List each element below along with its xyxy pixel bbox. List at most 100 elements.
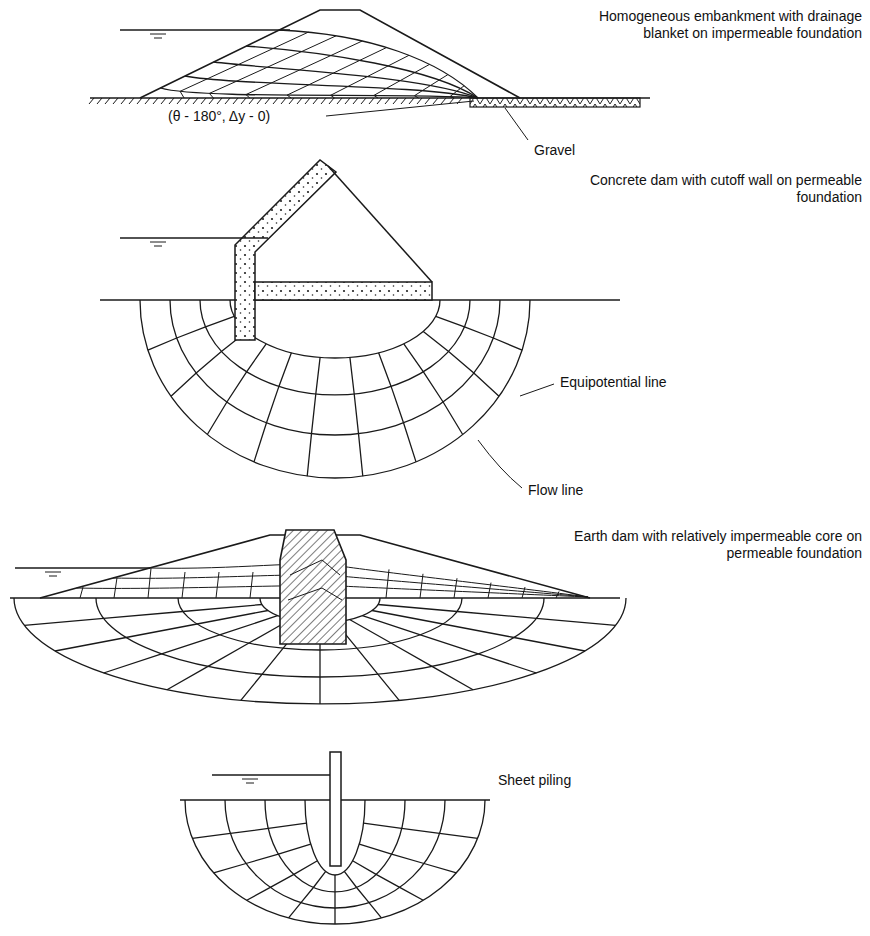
ground-hatch xyxy=(281,98,286,104)
concrete-texture xyxy=(235,160,336,340)
equipotential-line xyxy=(344,871,381,918)
equipotential-line xyxy=(488,583,491,598)
flow-line xyxy=(140,300,530,478)
ground-hatch xyxy=(217,98,222,104)
equipotential-line xyxy=(171,331,247,396)
ground-hatch xyxy=(425,98,430,104)
flow-line xyxy=(288,588,342,600)
equipotential-line xyxy=(216,572,219,598)
water-mark xyxy=(154,38,162,39)
ground-hatch xyxy=(201,98,206,104)
ground-hatch xyxy=(145,98,150,104)
ground-hatch xyxy=(273,98,278,104)
ground-hatch xyxy=(97,98,102,104)
equipotential-line xyxy=(353,861,424,901)
equipotential-line xyxy=(350,620,473,690)
concrete-base-slab xyxy=(255,282,432,300)
water-mark xyxy=(242,779,258,780)
ground-hatch xyxy=(153,98,158,104)
leader-line xyxy=(520,384,554,396)
ground-hatch xyxy=(257,98,262,104)
callout-label: Sheet piling xyxy=(496,772,573,789)
equipotential-line xyxy=(450,86,464,98)
equipotential-line xyxy=(148,316,234,350)
equipotential-line xyxy=(209,36,336,98)
equipotential-line xyxy=(254,353,291,462)
embankment-outline xyxy=(140,10,520,98)
equipotential-line xyxy=(359,844,456,873)
equipotential-line xyxy=(287,48,387,99)
equipotential-line xyxy=(454,578,457,598)
equipotential-line xyxy=(80,587,83,598)
equipotential-line xyxy=(364,823,478,838)
equipotential-line xyxy=(334,875,335,924)
flow-line xyxy=(170,300,500,435)
equipotential-line xyxy=(114,578,117,598)
flow-line xyxy=(290,560,340,575)
water-surface xyxy=(212,774,330,775)
equipotential-line xyxy=(423,331,499,396)
ground-hatch xyxy=(417,98,422,104)
water-mark xyxy=(150,34,166,35)
ground-hatch xyxy=(433,98,438,104)
ground-hatch xyxy=(137,98,142,104)
water-surface xyxy=(120,237,268,238)
equipotential-line xyxy=(104,616,278,673)
ground-hatch xyxy=(233,98,238,104)
water-mark xyxy=(246,783,254,784)
equipotential-line xyxy=(350,357,363,476)
ground-hatch xyxy=(161,98,166,104)
equipotential-line xyxy=(247,861,318,901)
equipotential-line xyxy=(182,572,185,598)
figure-caption: Homogeneous embankment with drainage bla… xyxy=(594,8,864,42)
equipotential-line xyxy=(415,75,448,98)
sheet-pile xyxy=(330,752,341,866)
water-surface xyxy=(15,567,150,568)
equipotential-line xyxy=(372,611,585,652)
ground-hatch xyxy=(401,98,406,104)
equipotential-line xyxy=(378,605,616,626)
flow-line xyxy=(150,564,589,597)
dam-downstream-face xyxy=(328,166,432,282)
equipotential-line xyxy=(522,587,525,598)
equipotential-line xyxy=(374,64,430,98)
water-surface xyxy=(120,29,290,30)
ground-hatch xyxy=(129,98,134,104)
concrete-texture xyxy=(255,282,432,300)
equipotential-line xyxy=(404,344,463,435)
ground-hatch xyxy=(121,98,126,104)
water-mark xyxy=(150,242,166,243)
ground-hatch xyxy=(193,98,198,104)
equipotential-line xyxy=(556,591,559,598)
flow-line xyxy=(246,46,478,98)
equipotential-line xyxy=(246,41,362,98)
equipotential-line xyxy=(289,871,326,918)
ground-hatch xyxy=(289,98,294,104)
equipotential-line xyxy=(386,569,389,598)
callout-label: (θ - 180°, Δy - 0) xyxy=(166,108,272,125)
ground-hatch xyxy=(441,98,446,104)
equipotential-line xyxy=(192,823,306,838)
concrete-cutoff-wall xyxy=(235,160,336,340)
leader-line xyxy=(478,440,522,488)
equipotential-line xyxy=(148,568,151,598)
leader-line xyxy=(326,101,474,116)
equipotential-line xyxy=(436,316,522,350)
ground-hatch xyxy=(297,98,302,104)
ground-hatch xyxy=(393,98,398,104)
ground-hatch xyxy=(209,98,214,104)
equipotential-line xyxy=(167,620,290,690)
equipotential-line xyxy=(207,344,266,435)
ground-hatch xyxy=(265,98,270,104)
ground-hatch xyxy=(369,98,374,104)
ground-hatch xyxy=(249,98,254,104)
callout-label: Gravel xyxy=(532,142,577,159)
figure-caption: Earth dam with relatively impermeable co… xyxy=(558,528,864,562)
callout-label: Equipotential line xyxy=(558,374,669,391)
ground-hatch xyxy=(169,98,174,104)
ground-hatch xyxy=(377,98,382,104)
core-hatching xyxy=(280,530,346,644)
ground-hatch xyxy=(105,98,110,104)
equipotential-line xyxy=(420,574,423,598)
ground-hatch xyxy=(321,98,326,104)
